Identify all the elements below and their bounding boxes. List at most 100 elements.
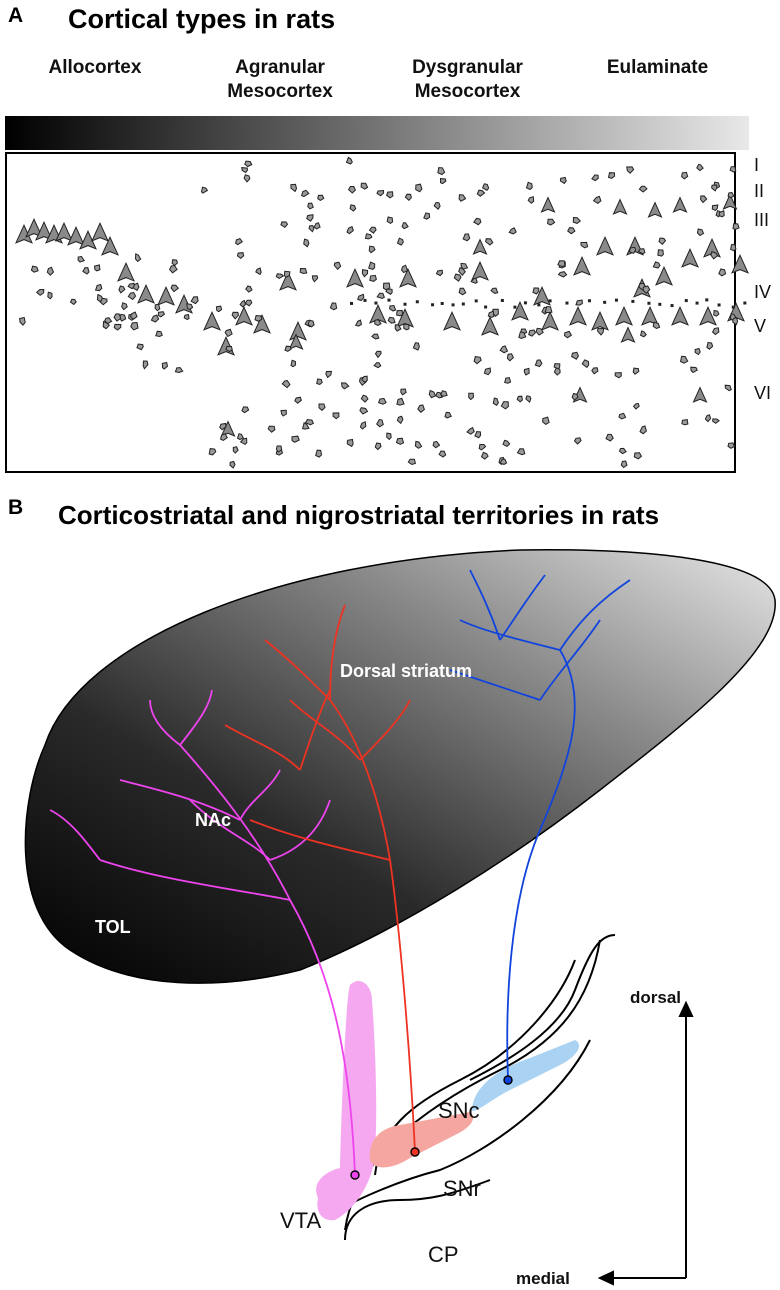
neuron-cell [349, 204, 357, 212]
layer-label-ii: II [754, 181, 765, 201]
pyramidal-cell [722, 193, 738, 210]
pyramidal-cell [289, 320, 307, 341]
neuron-cell [428, 389, 437, 399]
neuron-cell [267, 425, 276, 433]
granule-cell [743, 301, 747, 305]
neuron-cell [518, 331, 527, 340]
neuron-cell [462, 233, 471, 242]
neuron-cell [491, 308, 499, 317]
label-snr: SNr [443, 1176, 481, 1201]
pyramidal-cell [25, 217, 43, 238]
neuron-cell [113, 313, 122, 322]
neuron-cell [403, 323, 410, 331]
pyramidal-cell [279, 270, 297, 291]
neuron-cell [527, 196, 535, 204]
granule-cell [537, 303, 541, 307]
neuron-cell [376, 189, 385, 197]
neuron-cell [333, 261, 342, 271]
neuron-cell [303, 238, 310, 248]
neuron-cell [679, 355, 689, 364]
granule-cell [647, 301, 651, 305]
granule-cell [705, 298, 709, 302]
neuron-cell [19, 316, 26, 326]
neuron-cell [626, 166, 635, 174]
snc-lateral-pathway [224, 604, 416, 1153]
neuron-cell [136, 343, 144, 351]
vta-field [316, 980, 377, 1221]
neuron-cell [113, 323, 122, 331]
neuron-cell [299, 267, 308, 275]
pyramidal-cell [699, 305, 717, 326]
pyramidal-cell [472, 238, 488, 255]
cortical-type-line1: Agranular [235, 57, 325, 78]
neuron-cell [127, 282, 135, 290]
granule-cell [565, 301, 569, 305]
neuron-cell [316, 378, 323, 386]
neuron-cell [502, 439, 511, 448]
neuron-cell [400, 264, 409, 274]
neuron-cell [318, 403, 326, 412]
neuron-cell [553, 366, 561, 376]
label-tol: TOL [95, 917, 131, 937]
pyramidal-cell [540, 196, 556, 213]
granule-cell [451, 303, 455, 307]
granule-cell [461, 302, 465, 306]
label-dorsal-striatum: Dorsal striatum [340, 661, 472, 681]
neuron-cell [607, 172, 616, 179]
vta-cell-marker [350, 1170, 360, 1180]
neuron-cell [553, 363, 561, 370]
neuron-cell [508, 227, 517, 235]
granule-cell [374, 301, 378, 305]
neuron-cell [712, 418, 720, 424]
neuron-cell [727, 442, 736, 449]
neuron-cell [414, 440, 423, 449]
neuron-cell [730, 243, 737, 252]
neuron-cell [186, 303, 194, 310]
neuron-cell [417, 404, 425, 413]
neuron-cell [94, 283, 103, 292]
neuron-cell [200, 186, 209, 194]
neuron-cell [389, 304, 397, 312]
pyramidal-cell [396, 307, 414, 328]
granule-cell [631, 299, 635, 303]
granule-cell [440, 301, 444, 305]
neuron-cell [435, 269, 444, 277]
neuron-cell [190, 296, 199, 305]
granule-cell [658, 302, 662, 306]
pyramidal-cell [612, 198, 628, 215]
granule-cell [670, 304, 674, 308]
neuron-cell [458, 267, 466, 277]
pyramidal-cell [220, 420, 236, 437]
neuron-cell [480, 451, 489, 460]
pyramidal-cell [235, 305, 253, 326]
neuron-cell [727, 191, 735, 199]
pyramidal-cell [137, 283, 155, 304]
neuron-cell [130, 321, 139, 331]
neuron-cell [542, 416, 550, 426]
neuron-cell [346, 225, 354, 235]
label-snc: SNc [438, 1098, 480, 1123]
neuron-cell [478, 444, 487, 451]
pyramidal-cell [101, 235, 119, 256]
granule-cell [513, 305, 517, 309]
cortical-type-allocortex: Allocortex [30, 56, 160, 80]
neuron-cell [547, 218, 556, 226]
pyramidal-cell [647, 201, 663, 218]
granule-cell [614, 298, 618, 302]
label-vta: VTA [280, 1208, 321, 1233]
neuron-cell [35, 288, 45, 296]
snc-outline [469, 934, 616, 1081]
neuron-cell [374, 319, 382, 326]
neuron-cell [317, 194, 325, 201]
granule-cell [403, 302, 407, 306]
neuron-cell [254, 314, 263, 322]
neuron-cell [573, 437, 582, 445]
neuron-cell [499, 458, 508, 465]
vta-pathway [49, 689, 356, 1176]
neuron-cell [453, 273, 462, 282]
neuron-cell [711, 184, 718, 192]
neuron-cell [516, 395, 523, 403]
neuron-cell [605, 433, 614, 442]
cortical-type-line1: Dysgranular [412, 57, 523, 78]
